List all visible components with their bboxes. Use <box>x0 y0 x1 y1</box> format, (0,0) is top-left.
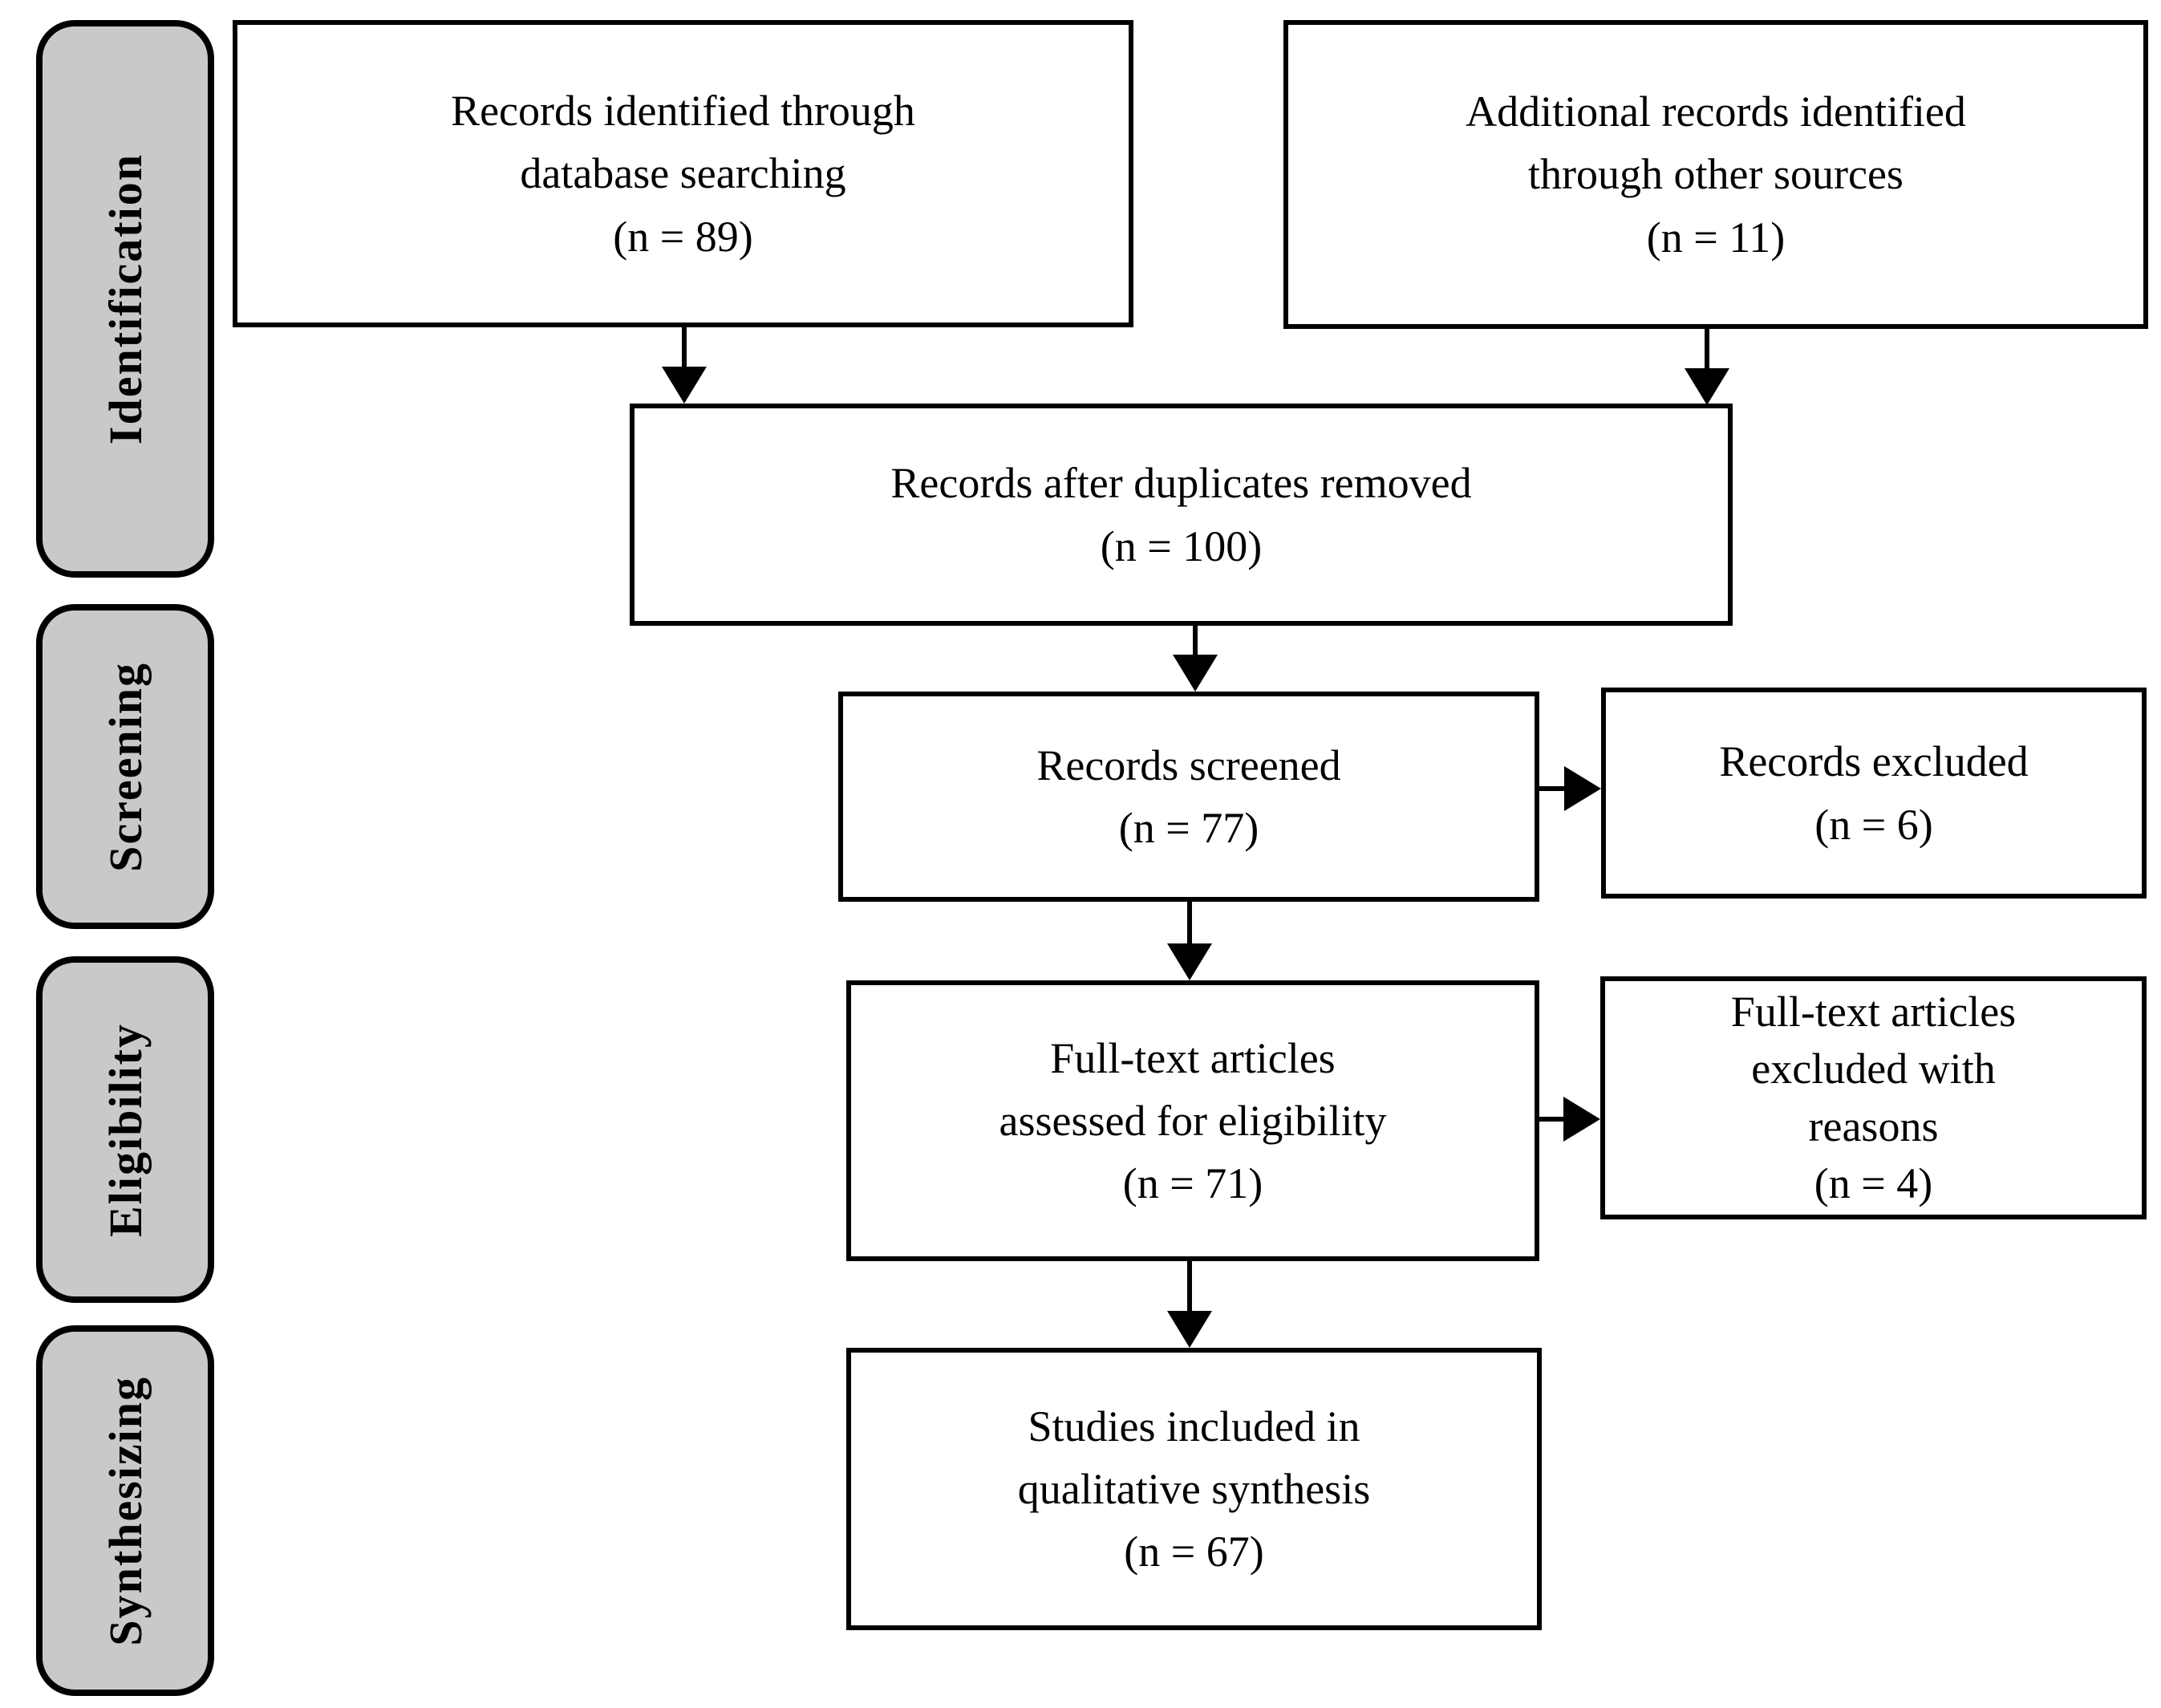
arrow-stem <box>1705 329 1709 368</box>
arrow-down-icon <box>1167 943 1212 980</box>
arrow-stem <box>1193 626 1198 655</box>
arrow-deduplicated-to-screened <box>1173 626 1218 692</box>
box-additional-records-text: Additional records identified through ot… <box>1466 87 1966 262</box>
arrow-right-icon <box>1563 1097 1600 1142</box>
box-fulltext-assessed-text: Full-text articles assessed for eligibil… <box>999 1033 1387 1208</box>
arrow-down-icon <box>1685 368 1729 405</box>
box-additional-records: Additional records identified through ot… <box>1283 20 2148 329</box>
box-records-excluded: Records excluded (n = 6) <box>1601 688 2147 899</box>
box-records-identified-text: Records identified through database sear… <box>451 87 915 261</box>
arrow-stem <box>1187 1261 1192 1311</box>
box-records-screened: Records screened (n = 77) <box>838 692 1539 902</box>
stage-label-synthesizing: Synthesizing <box>99 1375 152 1646</box>
arrow-identified-to-deduplicated <box>662 327 707 404</box>
stage-tab-eligibility: Eligibility <box>36 956 214 1303</box>
box-studies-included: Studies included in qualitative synthesi… <box>846 1348 1542 1630</box>
box-duplicates-removed: Records after duplicates removed (n = 10… <box>630 404 1733 626</box>
arrow-down-icon <box>1173 655 1218 692</box>
stage-tab-synthesizing: Synthesizing <box>36 1325 214 1696</box>
box-records-excluded-text: Records excluded (n = 6) <box>1719 737 2029 849</box>
arrow-fulltext-to-ftexcluded <box>1539 1097 1600 1142</box>
stage-label-identification: Identification <box>99 152 152 445</box>
arrow-screened-to-excluded <box>1539 766 1601 811</box>
box-fulltext-excluded: Full-text articles excluded with reasons… <box>1600 976 2147 1219</box>
box-fulltext-excluded-text: Full-text articles excluded with reasons… <box>1730 987 2017 1207</box>
arrow-additional-to-deduplicated <box>1685 329 1729 405</box>
box-duplicates-removed-text: Records after duplicates removed (n = 10… <box>890 459 1472 570</box>
arrow-stem <box>1187 902 1192 943</box>
stage-label-screening: Screening <box>99 661 152 872</box>
stage-label-eligibility: Eligibility <box>99 1022 152 1237</box>
arrow-screened-to-fulltext <box>1167 902 1212 980</box>
arrow-fulltext-to-included <box>1167 1261 1212 1348</box>
stage-tab-identification: Identification <box>36 20 214 578</box>
arrow-stem <box>1539 786 1564 791</box>
arrow-right-icon <box>1564 766 1601 811</box>
stage-tab-screening: Screening <box>36 604 214 929</box>
arrow-stem <box>682 327 687 367</box>
box-studies-included-text: Studies included in qualitative synthesi… <box>1017 1402 1371 1576</box>
box-records-screened-text: Records screened (n = 77) <box>1036 740 1341 852</box>
box-fulltext-assessed: Full-text articles assessed for eligibil… <box>846 980 1539 1261</box>
arrow-down-icon <box>1167 1311 1212 1348</box>
arrow-stem <box>1539 1117 1563 1122</box>
arrow-down-icon <box>662 367 707 404</box>
box-records-identified: Records identified through database sear… <box>233 20 1133 327</box>
